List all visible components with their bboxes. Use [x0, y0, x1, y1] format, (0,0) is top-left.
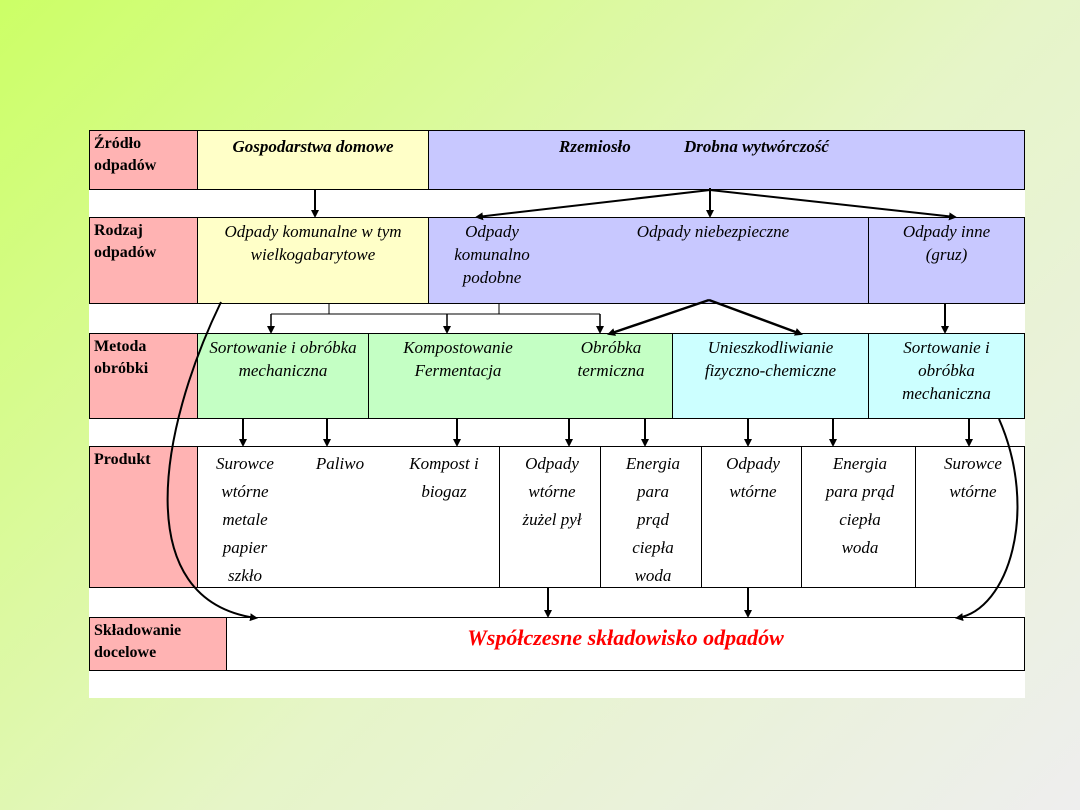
source-household: Gospodarstwa domowe — [197, 130, 429, 190]
product-divider — [915, 446, 916, 588]
row-label-type: Rodzaj odpadów — [89, 217, 198, 304]
type-other: Odpady inne (gruz) — [868, 217, 1025, 304]
product-fuel: Paliwo — [315, 454, 365, 473]
type-municipal-like: Odpady komunalno podobne — [454, 222, 530, 287]
row-label-method: Metoda obróbki — [89, 333, 198, 419]
method-sorting-2: Sortowanie i obróbka mechaniczna — [868, 333, 1025, 419]
source-craft: Rzemiosło — [559, 137, 631, 156]
product-divider — [701, 446, 702, 588]
type-hazardous: Odpady niebezpieczne — [636, 222, 790, 241]
method-composting: Kompostowanie Fermentacja — [403, 338, 513, 380]
row-label-source: Źródło odpadów — [89, 130, 198, 190]
product-divider — [801, 446, 802, 588]
source-small-production: Drobna wytwórczość — [684, 137, 829, 156]
product-divider — [499, 446, 500, 588]
landfill-box: Współczesne składowisko odpadów — [226, 617, 1025, 671]
row-label-product: Produkt — [89, 446, 198, 588]
arrow-hazardous-neutralization — [708, 298, 803, 336]
arrow-hazardous-thermal — [607, 298, 710, 336]
method-thermal: Obróbka termiczna — [577, 338, 645, 380]
source-craft-box: Rzemiosło Drobna wytwórczość — [428, 130, 1025, 190]
product-area — [197, 446, 1025, 588]
waste-management-diagram: Źródło odpadów Gospodarstwa domowe Rzemi… — [89, 130, 1025, 698]
method-sorting-1: Sortowanie i obróbka mechaniczna — [197, 333, 369, 419]
arrow-source-craft-right — [709, 189, 957, 221]
row-label-storage: Składowanie docelowe — [89, 617, 227, 671]
method-composting-thermal-box: Kompostowanie Fermentacja Obróbka termic… — [368, 333, 673, 419]
type-municipal: Odpady komunalne w tym wielkogabarytowe — [197, 217, 429, 304]
arrow-source-craft-left — [475, 189, 711, 221]
type-purple-box: Odpady komunalno podobne Odpady niebezpi… — [428, 217, 869, 304]
product-divider — [600, 446, 601, 588]
landfill-label: Współczesne składowisko odpadów — [467, 625, 784, 650]
method-neutralization: Unieszkodliwianie fizyczno-chemiczne — [672, 333, 869, 419]
